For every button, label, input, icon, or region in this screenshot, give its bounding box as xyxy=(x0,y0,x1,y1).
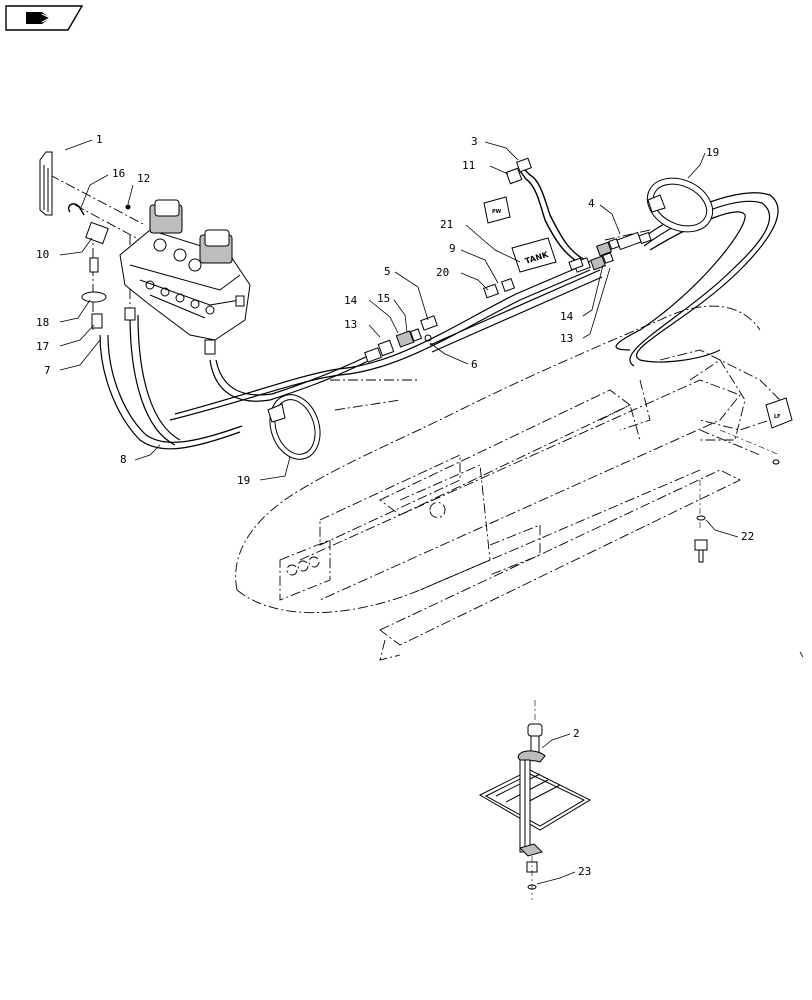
parking-bracket-assembly xyxy=(478,700,592,900)
hydraulic-hoses xyxy=(99,164,779,450)
callout-2: 2 xyxy=(573,727,580,740)
callout-19-left: 19 xyxy=(237,474,250,487)
callout-13-left: 13 xyxy=(344,318,357,331)
callout-11: 11 xyxy=(462,159,475,172)
callout-16: 16 xyxy=(112,167,125,180)
svg-text:LF: LF xyxy=(774,414,781,420)
u-bolt xyxy=(68,203,85,216)
callout-17: 17 xyxy=(36,340,49,353)
hose-clamp-left xyxy=(267,394,321,460)
callout-10: 10 xyxy=(36,248,49,261)
hose-clamp-right xyxy=(646,177,714,233)
callout-6: 6 xyxy=(471,358,478,371)
callout-12: 12 xyxy=(137,172,150,185)
callout-14-right: 14 xyxy=(560,310,574,323)
callout-23: 23 xyxy=(578,865,591,878)
callout-13-right: 13 xyxy=(560,332,573,345)
callout-9: 9 xyxy=(449,242,456,255)
leader-lines xyxy=(59,139,739,885)
callout-8: 8 xyxy=(120,453,127,466)
pin xyxy=(125,204,131,210)
callout-labels: 1 16 12 10 18 17 7 8 19 3 11 21 9 20 5 1… xyxy=(36,133,754,878)
lf-decal: LF xyxy=(765,397,793,429)
callout-21: 21 xyxy=(440,218,453,231)
next-page-arrow-icon[interactable] xyxy=(5,5,84,31)
callout-20: 20 xyxy=(436,266,449,279)
control-valve-assembly xyxy=(81,199,251,355)
callout-4: 4 xyxy=(588,197,595,210)
bolt-washer xyxy=(694,459,780,563)
callout-7: 7 xyxy=(44,364,51,377)
fittings xyxy=(364,157,652,363)
callout-1: 1 xyxy=(96,133,103,146)
callout-15: 15 xyxy=(377,292,390,305)
callout-5: 5 xyxy=(384,265,391,278)
svg-text:PW: PW xyxy=(492,209,502,215)
mounting-bracket xyxy=(39,151,53,216)
edge-mark xyxy=(799,651,804,658)
callout-3: 3 xyxy=(471,135,478,148)
callout-19-right: 19 xyxy=(706,146,719,159)
pwr-decal: PW xyxy=(483,196,511,224)
loader-frame-phantom xyxy=(235,305,781,661)
callout-18: 18 xyxy=(36,316,49,329)
callout-14-left: 14 xyxy=(344,294,358,307)
callout-22: 22 xyxy=(741,530,754,543)
tank-decal: TANK xyxy=(511,237,557,273)
